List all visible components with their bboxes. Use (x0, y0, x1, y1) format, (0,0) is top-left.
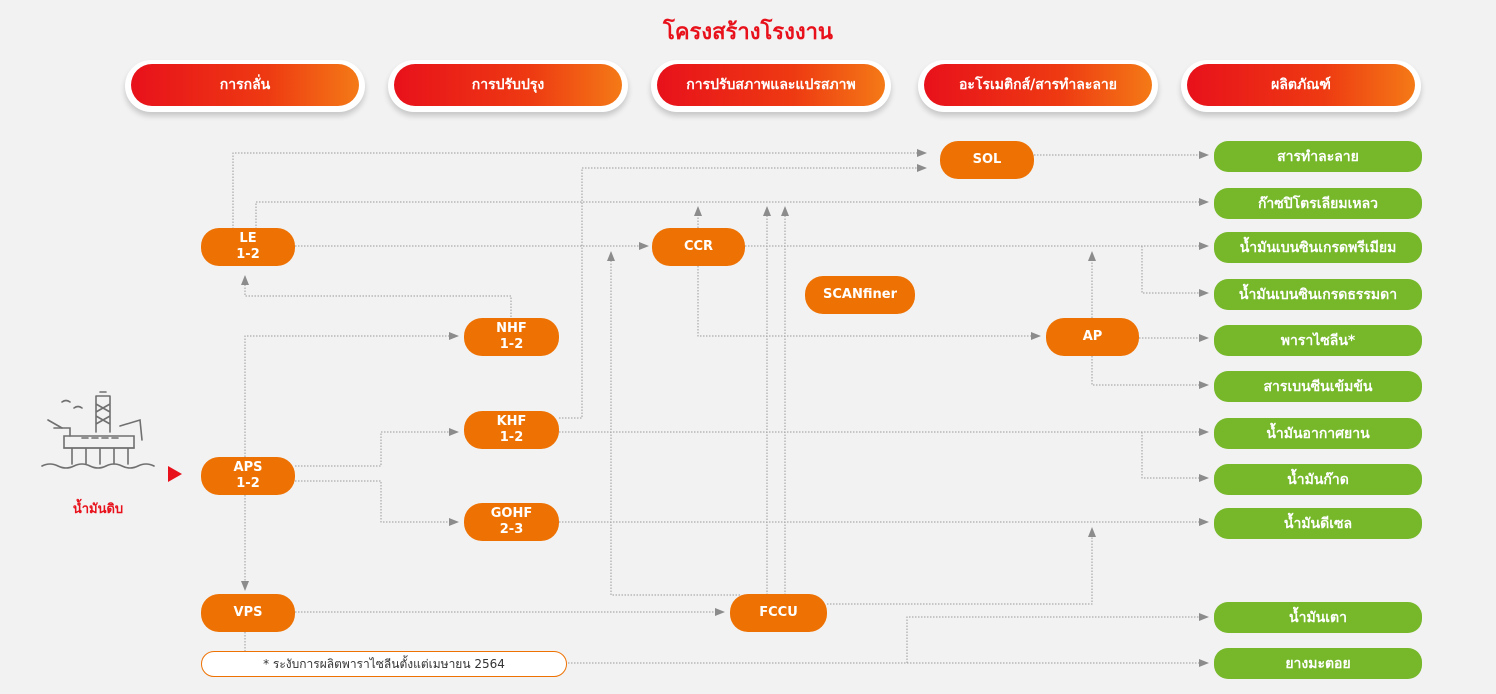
header-conversion: การปรับสภาพและแปรสภาพ (651, 60, 891, 112)
product-jet-fuel[interactable]: น้ำมันอากาศยาน (1214, 418, 1422, 449)
unit-khf-name: KHF (496, 414, 527, 429)
unit-nhf[interactable]: NHF 1-2 (464, 318, 559, 356)
unit-khf[interactable]: KHF 1-2 (464, 411, 559, 449)
unit-scanfiner-name: SCANfiner (823, 287, 897, 302)
crude-oil-label: น้ำมันดิบ (72, 502, 124, 517)
unit-vps-name: VPS (233, 605, 263, 620)
unit-khf-number: 1-2 (499, 430, 524, 445)
unit-ap-name: AP (1082, 329, 1103, 344)
unit-ccr-name: CCR (683, 239, 714, 254)
product-premium-gasoline[interactable]: น้ำมันเบนซินเกรดพรีเมียม (1214, 232, 1422, 263)
unit-fccu-name: FCCU (759, 605, 798, 620)
unit-aps[interactable]: APS 1-2 (201, 457, 295, 495)
product-benzene-concentrate[interactable]: สารเบนซีนเข้มข้น (1214, 371, 1422, 402)
page-title: โครงสร้างโรงงาน (663, 20, 833, 45)
unit-aps-name: APS (233, 460, 263, 475)
unit-gohf-number: 2-3 (499, 522, 524, 537)
unit-ap[interactable]: AP (1046, 318, 1139, 356)
product-paraxylene[interactable]: พาราไซลีน* (1214, 325, 1422, 356)
unit-vps[interactable]: VPS (201, 594, 295, 632)
header-products: ผลิตภัณฑ์ (1181, 60, 1421, 112)
header-treating: การปรับปรุง (388, 60, 628, 112)
header-distillation: การกลั่น (125, 60, 365, 112)
unit-scanfiner[interactable]: SCANfiner (805, 276, 915, 314)
product-asphalt[interactable]: ยางมะตอย (1214, 648, 1422, 679)
header-products-label: ผลิตภัณฑ์ (1187, 64, 1415, 106)
unit-sol-name: SOL (972, 152, 1002, 167)
footnote-paraxylene: * ระงับการผลิตพาราไซลีนตั้งแต่เมษายน 256… (201, 651, 567, 677)
product-fuel-oil[interactable]: น้ำมันเตา (1214, 602, 1422, 633)
header-treating-label: การปรับปรุง (394, 64, 622, 106)
unit-ccr[interactable]: CCR (652, 228, 745, 266)
header-aromatics: อะโรเมติกส์/สารทำละลาย (918, 60, 1158, 112)
unit-gohf-name: GOHF (490, 506, 533, 521)
oil-rig-icon (41, 391, 155, 469)
crude-feed-arrow (168, 466, 182, 482)
product-regular-gasoline[interactable]: น้ำมันเบนซินเกรดธรรมดา (1214, 279, 1422, 310)
unit-fccu[interactable]: FCCU (730, 594, 827, 632)
unit-le-name: LE (239, 231, 257, 246)
header-aromatics-label: อะโรเมติกส์/สารทำละลาย (924, 64, 1152, 106)
unit-gohf[interactable]: GOHF 2-3 (464, 503, 559, 541)
header-conversion-label: การปรับสภาพและแปรสภาพ (657, 64, 885, 106)
product-diesel[interactable]: น้ำมันดีเซล (1214, 508, 1422, 539)
header-distillation-label: การกลั่น (131, 64, 359, 106)
unit-nhf-name: NHF (496, 321, 527, 336)
product-solvent[interactable]: สารทำละลาย (1214, 141, 1422, 172)
unit-nhf-number: 1-2 (499, 337, 524, 352)
unit-sol[interactable]: SOL (940, 141, 1034, 179)
unit-aps-number: 1-2 (236, 476, 260, 491)
product-kerosene[interactable]: น้ำมันก๊าด (1214, 464, 1422, 495)
unit-le[interactable]: LE 1-2 (201, 228, 295, 266)
product-lpg[interactable]: ก๊าซปิโตรเลียมเหลว (1214, 188, 1422, 219)
unit-le-number: 1-2 (236, 247, 260, 262)
